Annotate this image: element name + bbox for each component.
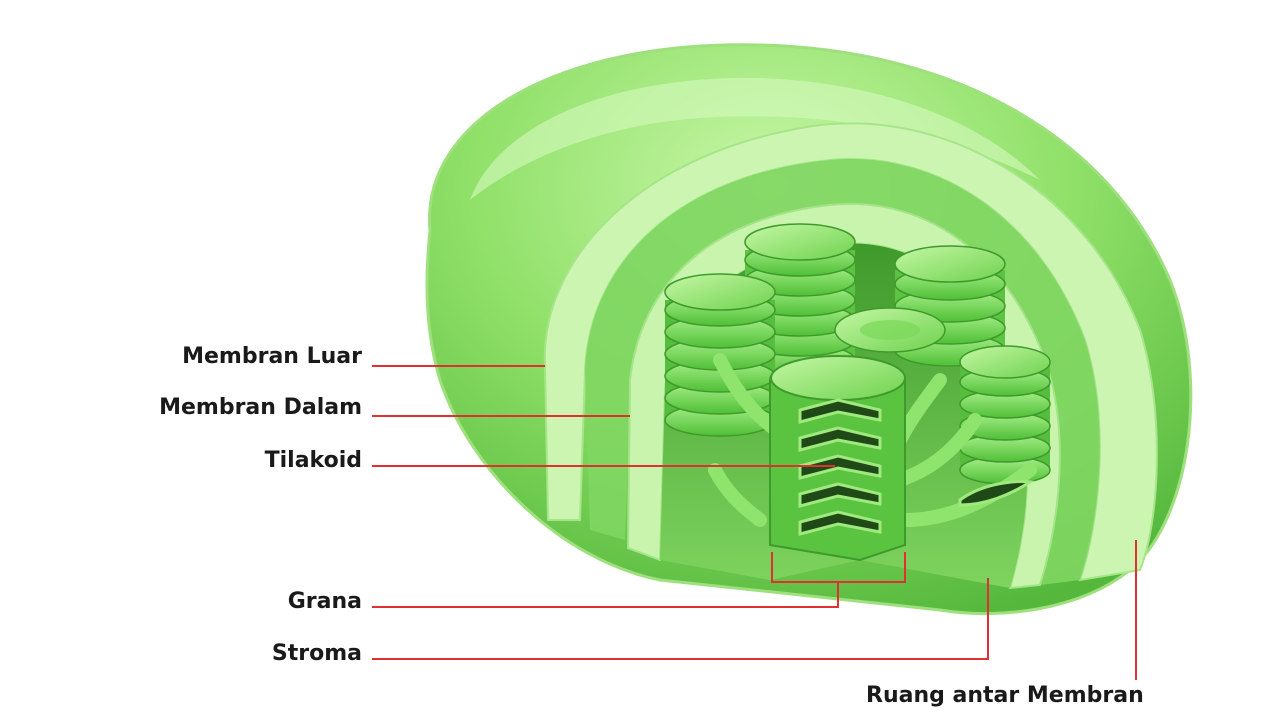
label-intermembrane-space: Ruang antar Membran [866,683,1144,708]
label-thylakoid: Tilakoid [264,448,362,473]
leader-line-grana [372,582,839,608]
label-grana: Grana [287,589,362,614]
label-inner-membrane: Membran Dalam [159,395,362,420]
stroma-lamellae [708,353,1037,527]
leader-line-stroma [372,578,989,660]
granum-cutaway [769,355,1035,562]
leader-lines [372,365,1137,680]
leader-line-grana-bracket [771,552,906,583]
label-stroma: Stroma [271,641,362,666]
label-outer-membrane: Membran Luar [182,344,362,369]
